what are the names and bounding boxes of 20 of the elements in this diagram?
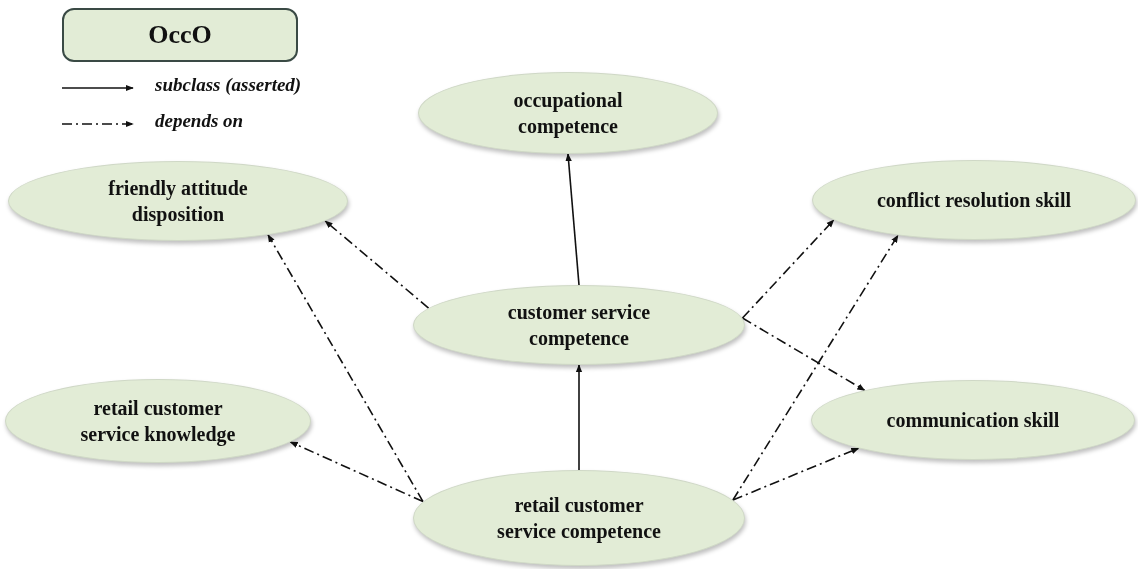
dash-dot-arrow bbox=[741, 317, 866, 392]
arrow bbox=[565, 153, 580, 286]
dash-dot-arrow bbox=[732, 234, 899, 501]
class-name: customer service competence bbox=[506, 300, 652, 351]
class-name: retail customer service competence bbox=[496, 493, 662, 544]
dash-dot-arrow bbox=[289, 441, 424, 503]
dash-dot-arrow bbox=[324, 220, 430, 309]
legend-label: subclass (asserted) bbox=[155, 74, 302, 96]
class-name: retail customer service knowledge bbox=[79, 396, 237, 447]
dash-dot-arrow bbox=[732, 447, 860, 501]
class-name: conflict resolution skill bbox=[876, 188, 1072, 213]
ontology-name: OccO bbox=[148, 19, 212, 52]
arrow bbox=[575, 364, 583, 471]
dash-dot-arrow bbox=[267, 234, 424, 503]
title-box bbox=[62, 8, 298, 62]
legend-label: depends on bbox=[155, 110, 244, 132]
class-name: friendly attitude disposition bbox=[107, 176, 249, 227]
class-name: communication skill bbox=[886, 408, 1060, 433]
class-name: occupational competence bbox=[512, 88, 624, 139]
dash-dot-arrow bbox=[741, 219, 835, 319]
